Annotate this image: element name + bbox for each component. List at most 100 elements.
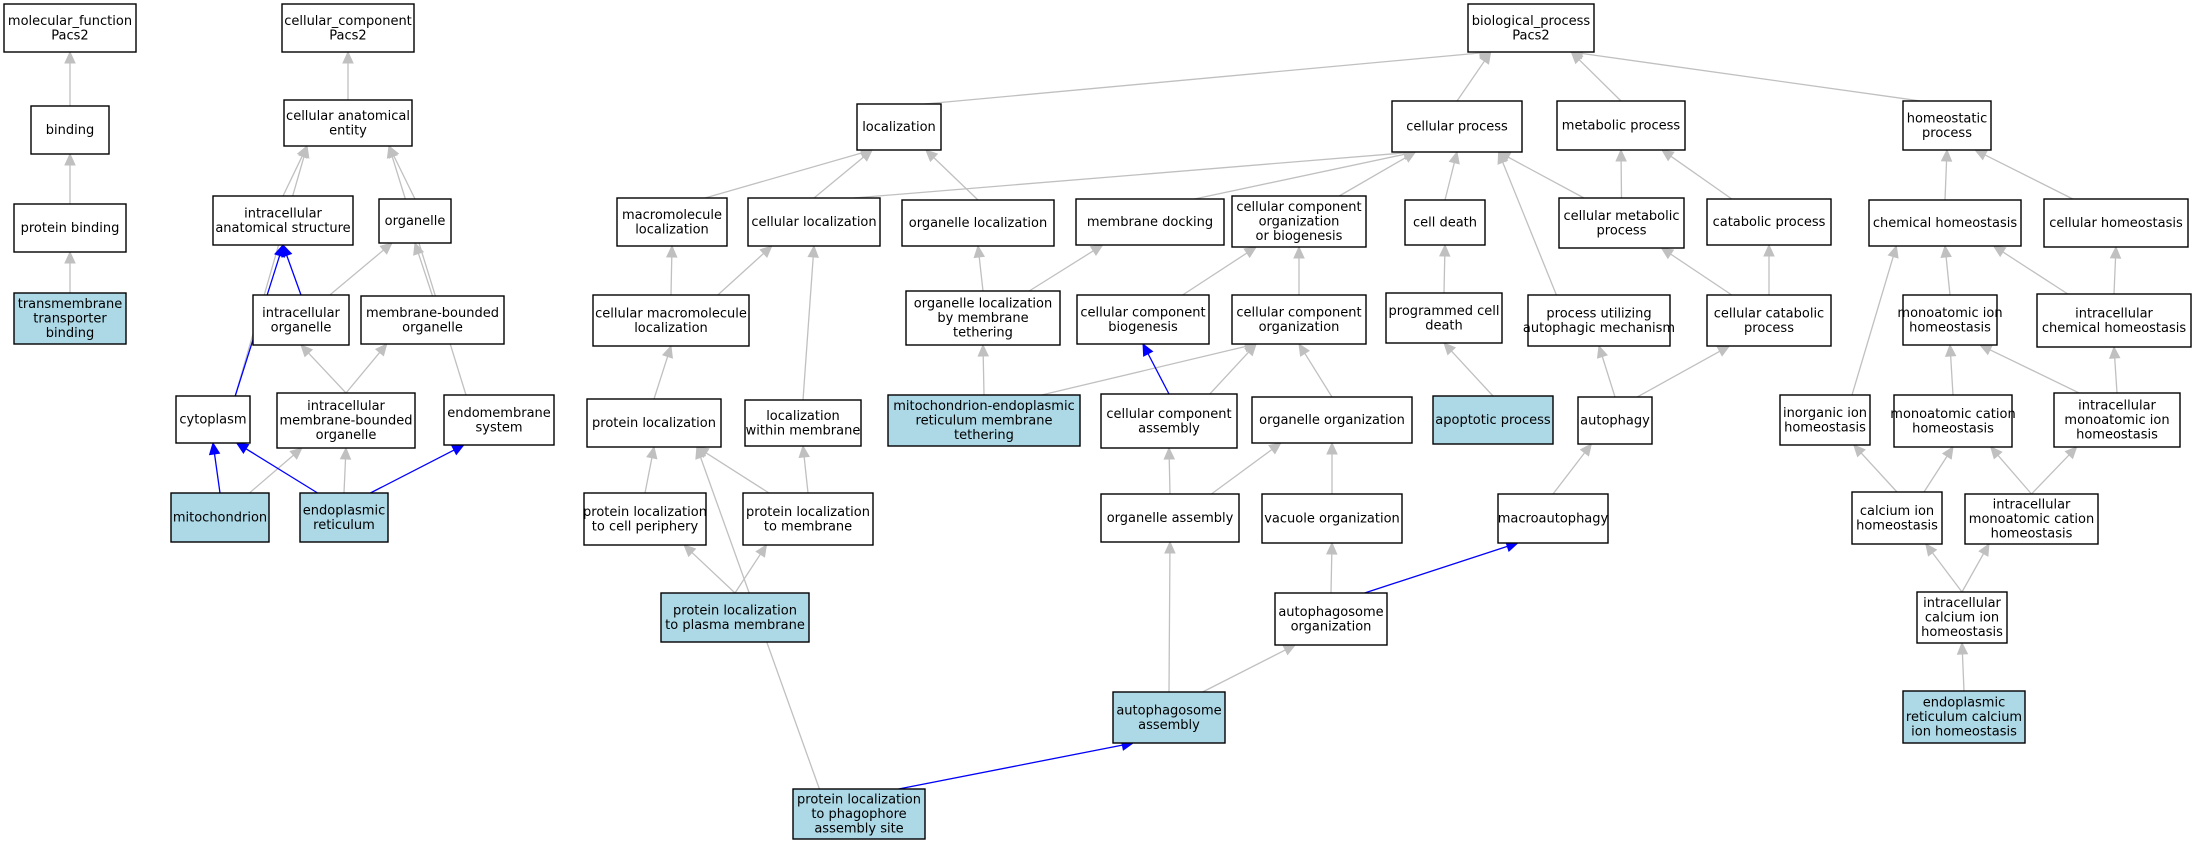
edge-line xyxy=(924,52,1480,105)
go-term-node-macro[interactable]: macroautophagy xyxy=(1497,493,1609,544)
edge-mbo-to-organelle xyxy=(413,241,434,297)
edge-autophagy-to-puam xyxy=(1596,344,1616,398)
arrowhead xyxy=(1298,342,1310,357)
go-term-node-cp[interactable]: cellular process xyxy=(1391,100,1523,153)
arrowhead xyxy=(977,343,990,357)
go-term-node-chemh[interactable]: chemical homeostasis xyxy=(1868,199,2022,247)
edge-mito-to-cytoplasm xyxy=(208,441,221,494)
go-term-node-ap[interactable]: apoptotic process xyxy=(1432,395,1554,445)
node-label-line: homeostasis xyxy=(1991,527,2073,542)
node-label-line: cellular metabolic xyxy=(1564,209,1680,224)
edge-cd-to-cp xyxy=(1444,150,1460,201)
edge-line xyxy=(1636,350,1721,398)
edge-line xyxy=(391,156,467,396)
go-term-node-oo[interactable]: organelle organization xyxy=(1251,396,1413,444)
edge-line xyxy=(1028,250,1094,292)
node-label-line: intracellular xyxy=(2078,399,2156,414)
arrowhead xyxy=(64,250,76,264)
go-term-node-binding[interactable]: binding xyxy=(30,105,110,155)
node-label-line: molecular_function xyxy=(8,14,132,29)
node-label-line: membrane-bounded xyxy=(279,414,412,429)
node-label-line: protein binding xyxy=(21,221,120,236)
go-term-node-cytoplasm[interactable]: cytoplasm xyxy=(175,395,251,444)
go-term-node-md[interactable]: membrane docking xyxy=(1075,198,1225,246)
go-term-node-cellh[interactable]: cellular homeostasis xyxy=(2043,198,2189,248)
node-box xyxy=(1964,493,2099,545)
node-label-line: intracellular xyxy=(262,306,340,321)
arrowhead xyxy=(973,244,986,259)
node-box xyxy=(744,399,862,447)
node-label-line: organelle assembly xyxy=(1107,511,1234,526)
arrowhead xyxy=(755,543,768,558)
node-label-line: homeostasis xyxy=(1909,320,1991,335)
edge-line xyxy=(853,152,1405,199)
node-box xyxy=(660,592,810,643)
go-term-node-catp[interactable]: catabolic process xyxy=(1706,198,1832,246)
node-label-line: homeostasis xyxy=(1912,421,1994,436)
go-term-node-autophagy[interactable]: autophagy xyxy=(1577,396,1653,445)
node-box xyxy=(281,3,415,53)
go-term-node-organelle[interactable]: organelle xyxy=(378,198,452,244)
edge-line xyxy=(1944,160,1948,201)
go-term-node-protbind[interactable]: protein binding xyxy=(13,203,127,253)
go-term-node-loc[interactable]: localization xyxy=(856,103,942,151)
go-term-node-pl[interactable]: protein localization xyxy=(586,398,722,448)
node-box xyxy=(378,198,452,244)
go-term-node-mp[interactable]: metabolic process xyxy=(1556,100,1686,151)
go-term-node-cl[interactable]: cellular localization xyxy=(747,197,881,247)
go-term-node-cd[interactable]: cell death xyxy=(1404,199,1486,246)
go-term-node-ol[interactable]: organelle localization xyxy=(901,199,1055,247)
edge-ao-to-macro xyxy=(1364,541,1519,594)
node-label-line: homeostasis xyxy=(2076,428,2158,443)
arrowhead xyxy=(646,445,658,460)
edge-pl-to-cml xyxy=(653,344,673,400)
node-label-line: process xyxy=(1744,321,1794,336)
node-box xyxy=(616,197,728,247)
go-term-node-mito[interactable]: mitochondrion xyxy=(170,492,270,543)
node-label-line: localization xyxy=(766,409,840,424)
node-box xyxy=(1100,393,1238,449)
go-term-node-oa[interactable]: organelle assembly xyxy=(1100,493,1240,543)
go-term-node-vo[interactable]: vacuole organization xyxy=(1261,493,1403,544)
